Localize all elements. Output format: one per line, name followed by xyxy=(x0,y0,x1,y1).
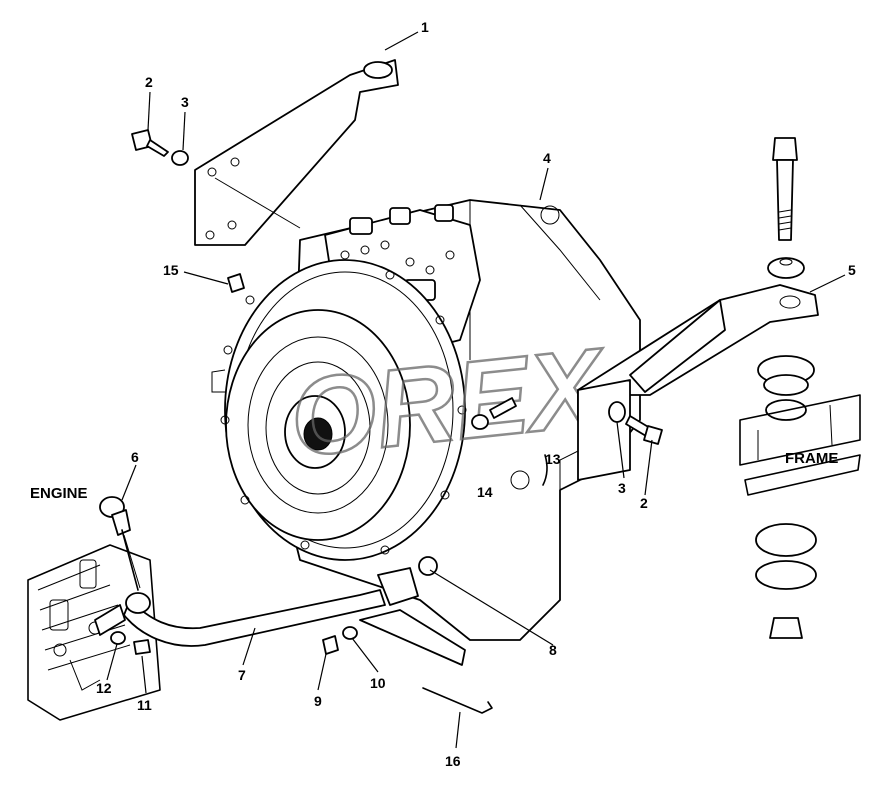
callout-16: 16 xyxy=(445,753,461,769)
part-8-gasket xyxy=(418,556,438,576)
callout-7: 7 xyxy=(238,667,246,683)
callout-11: 11 xyxy=(137,697,152,713)
part-1-upper-bracket xyxy=(194,59,399,246)
part-2-bolt-upper xyxy=(131,129,169,157)
callout-3-right: 3 xyxy=(618,480,626,496)
callout-5: 5 xyxy=(848,262,856,278)
part-3-washer-upper xyxy=(171,150,189,166)
part-3-washer-right xyxy=(608,401,626,423)
part-14-washer xyxy=(471,414,489,430)
part-15-bolt xyxy=(227,273,245,293)
leader-lines xyxy=(106,31,846,749)
engine-block xyxy=(27,544,161,721)
callout-9: 9 xyxy=(314,693,322,709)
callout-10: 10 xyxy=(370,675,386,691)
part-14-bolt xyxy=(489,397,517,419)
callout-8: 8 xyxy=(549,642,557,658)
part-10-washer xyxy=(342,626,358,640)
callout-2-upper: 2 xyxy=(145,74,153,90)
part-2-bolt-head-right xyxy=(643,425,663,445)
part-12-washer xyxy=(110,631,126,645)
callout-3-upper: 3 xyxy=(181,94,189,110)
callout-2-right: 2 xyxy=(640,495,648,511)
callout-6: 6 xyxy=(131,449,139,465)
part-7-dipstick-tube xyxy=(94,589,386,647)
callout-15: 15 xyxy=(163,262,179,278)
callout-13: 13 xyxy=(545,451,561,467)
part-8-flange xyxy=(377,567,419,606)
callout-12: 12 xyxy=(96,680,112,696)
part-6-dipstick xyxy=(99,496,141,591)
frame-label: FRAME xyxy=(785,450,838,467)
mount-stack xyxy=(755,137,817,639)
part-9-bolt xyxy=(322,635,339,655)
frame-section xyxy=(739,394,861,496)
callouts: 1 2 3 4 5 6 7 8 9 10 11 12 13 14 15 16 3… xyxy=(96,19,856,769)
callout-4: 4 xyxy=(543,150,551,166)
callout-14: 14 xyxy=(477,484,493,500)
engine-label: ENGINE xyxy=(30,485,88,502)
lower-support-plate xyxy=(359,609,466,666)
part-13-clip xyxy=(542,454,548,486)
callout-1: 1 xyxy=(421,19,429,35)
bell-housing xyxy=(211,259,467,561)
part-16-hook xyxy=(422,687,493,714)
part-11-bolt xyxy=(133,639,151,655)
